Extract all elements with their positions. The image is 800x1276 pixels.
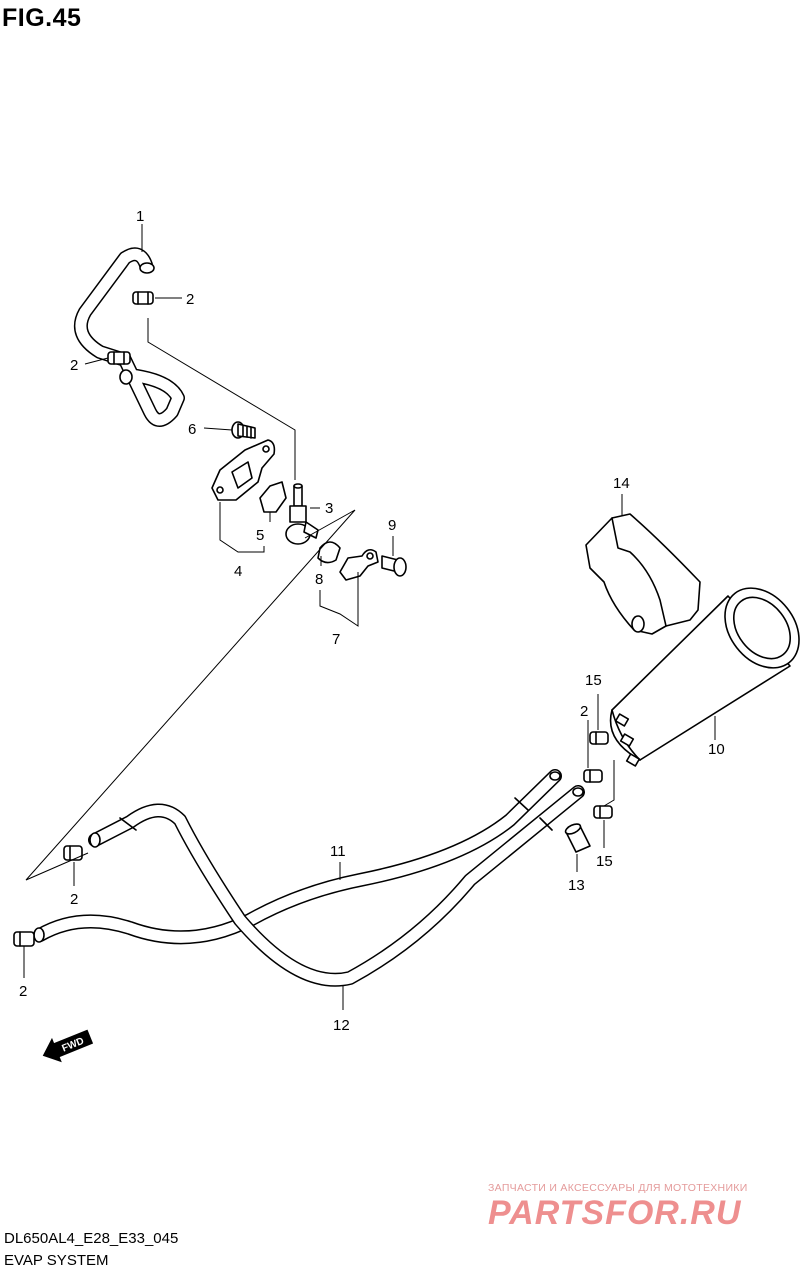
watermark-logo: PARTSFOR.RU [488,1194,742,1232]
part-label-6: 6 [188,421,196,438]
bolt-upper [231,421,256,439]
part-label-2-d: 2 [70,891,78,908]
part-label-1: 1 [136,208,144,225]
part-label-12: 12 [333,1017,350,1034]
part-label-2-c: 2 [580,703,588,720]
part-label-8: 8 [315,571,323,588]
figure-code: DL650AL4_E28_E33_045 [4,1230,179,1247]
part-label-15-a: 15 [585,672,602,689]
leader-lines [23,224,716,1010]
clamp-upper-2 [107,351,131,365]
clamp-canister-lower [593,805,613,819]
clamp-upper-1 [132,291,154,305]
small-bracket [259,481,287,513]
part-label-9: 9 [388,517,396,534]
part-label-2-e: 2 [19,983,27,1000]
figure-title: FIG.45 [2,4,82,32]
hose-12 [88,785,585,987]
figure-name: EVAP SYSTEM [4,1252,109,1269]
part-label-5: 5 [256,527,264,544]
canister [609,587,800,767]
part-label-14: 14 [613,475,630,492]
clamp-canister-upper [589,731,609,745]
canister-cover [585,513,701,635]
part-label-3: 3 [325,500,333,517]
part-label-7: 7 [332,631,340,648]
watermark-tagline: ЗАПЧАСТИ И АКСЕССУАРЫ ДЛЯ МОТОТЕХНИКИ [488,1182,748,1194]
clamp-canister-middle [583,769,603,783]
part-label-4: 4 [234,563,242,580]
clamp-lower-2 [13,931,35,947]
hose-upper [74,247,185,427]
part-label-10: 10 [708,741,725,758]
fwd-label: FWD [61,1036,86,1055]
fwd-arrow: FWD [42,1029,94,1063]
part-label-11: 11 [330,843,346,860]
bracket [211,439,276,501]
part-label-15-b: 15 [596,853,613,870]
part-label-2-a: 2 [186,291,194,308]
hose-11 [33,769,562,945]
clamp-bracket [339,548,379,581]
clamp-lower-1 [63,845,83,861]
bolt-lower [381,555,407,577]
part-label-2-b: 2 [70,357,78,374]
routing-lines [25,318,356,881]
plug [564,823,591,853]
part-label-13: 13 [568,877,585,894]
valve [285,483,319,545]
